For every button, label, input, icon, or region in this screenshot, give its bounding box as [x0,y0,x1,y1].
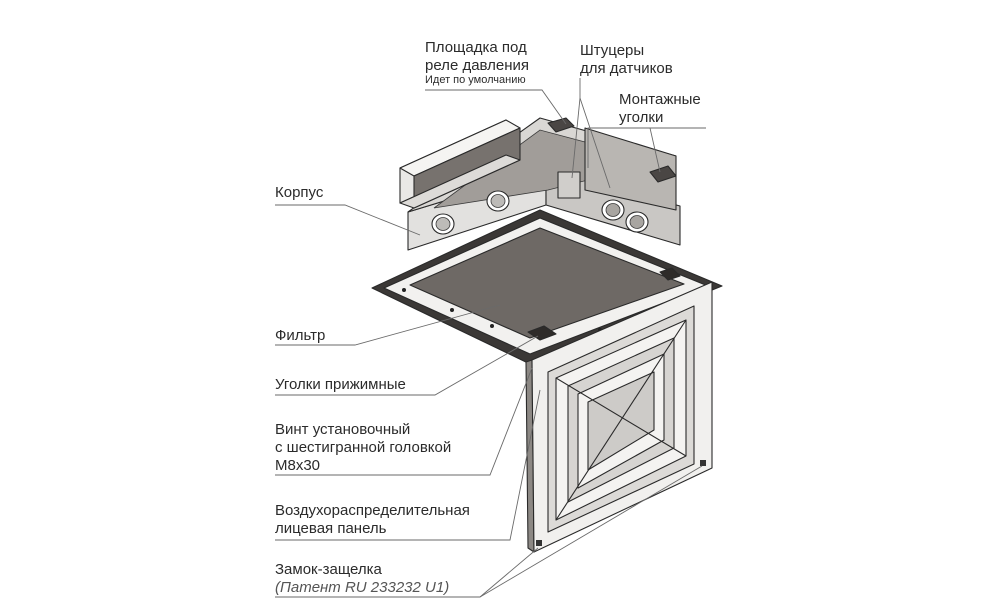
label-mount-line1: Монтажные [619,91,701,108]
label-screw-line1: Винт установочный [275,421,410,438]
label-pressure-pad-line1: Площадка под [425,39,527,56]
latch-mark [536,540,542,546]
label-body: Корпус [275,184,324,201]
label-panel-line1: Воздухораспределительная [275,502,470,519]
frame-and-filter [371,209,723,365]
label-latch-line2: (Патент RU 233232 U1) [275,579,449,596]
label-panel-line2: лицевая панель [275,520,387,537]
label-pressure-pad-note: Идет по умолчанию [425,74,526,86]
diffuser-face-panel [525,281,713,553]
label-mount-line2: уголки [619,109,663,126]
label-screw-line2: с шестигранной головкой [275,439,451,456]
label-pressure-pad-line2: реле давления [425,57,529,74]
duct-spigot [399,119,521,209]
label-screw-line3: M8x30 [275,457,320,474]
labels: Площадка под реле давления Идет по умолч… [275,39,701,596]
label-fittings-line2: для датчиков [580,60,673,77]
label-fittings-line1: Штуцеры [580,42,644,59]
mounting-bracket [649,165,677,183]
pressure-relay-pad [547,117,581,199]
leader-lines [275,78,706,598]
label-filter: Фильтр [275,327,325,344]
label-clamp: Уголки прижимные [275,376,406,393]
label-latch-line1: Замок-защелка [275,561,382,578]
